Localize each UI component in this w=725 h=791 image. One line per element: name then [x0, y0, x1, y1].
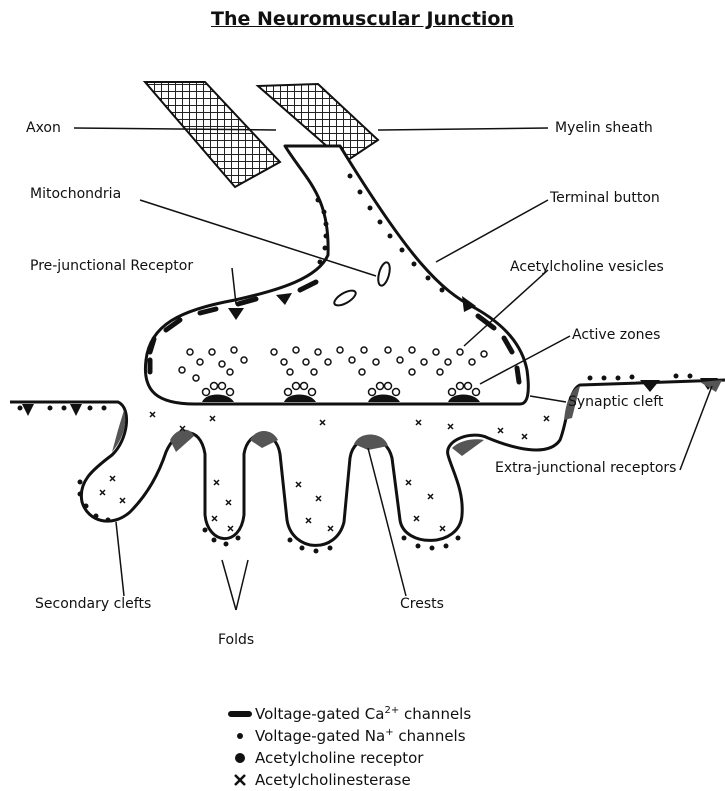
- label-mitochondria: Mitochondria: [30, 186, 121, 202]
- legend-sup: 2+: [384, 705, 399, 716]
- label-terminal-button: Terminal button: [550, 190, 660, 206]
- label-acetylcholine-vesicles: Acetylcholine vesicles: [510, 259, 664, 275]
- label-myelin-sheath: Myelin sheath: [555, 120, 653, 136]
- label-pre-junctional-receptor: Pre-junctional Receptor: [30, 258, 193, 274]
- legend-item-acetylcholinesterase: Acetylcholinesterase: [225, 769, 471, 791]
- legend-suffix: channels: [394, 727, 466, 745]
- legend: Voltage-gated Ca2+ channels Voltage-gate…: [225, 703, 471, 791]
- myelin-sheath-left: [145, 82, 280, 187]
- label-axon: Axon: [26, 120, 61, 136]
- legend-sup: +: [385, 727, 393, 738]
- legend-text: Voltage-gated Ca: [255, 705, 384, 723]
- legend-item-calcium-channels: Voltage-gated Ca2+ channels: [225, 703, 471, 725]
- legend-item-acetylcholine-receptor: Acetylcholine receptor: [225, 747, 471, 769]
- dash-bar-icon: [225, 709, 255, 719]
- legend-suffix: channels: [399, 705, 471, 723]
- label-synaptic-cleft: Synaptic cleft: [568, 394, 663, 410]
- legend-text: Acetylcholinesterase: [255, 771, 411, 789]
- label-secondary-clefts: Secondary clefts: [35, 596, 151, 612]
- legend-item-sodium-channels: Voltage-gated Na+ channels: [225, 725, 471, 747]
- x-mark-icon: [225, 773, 255, 787]
- label-crests: Crests: [400, 596, 444, 612]
- acetylcholinesterase-marks: [100, 412, 549, 531]
- label-extra-junctional-receptors: Extra-junctional receptors: [495, 460, 676, 476]
- label-active-zones: Active zones: [572, 327, 660, 343]
- large-dot-icon: [225, 752, 255, 764]
- legend-text: Acetylcholine receptor: [255, 749, 423, 767]
- label-folds: Folds: [218, 632, 254, 648]
- legend-text: Voltage-gated Na: [255, 727, 385, 745]
- small-dot-icon: [225, 731, 255, 741]
